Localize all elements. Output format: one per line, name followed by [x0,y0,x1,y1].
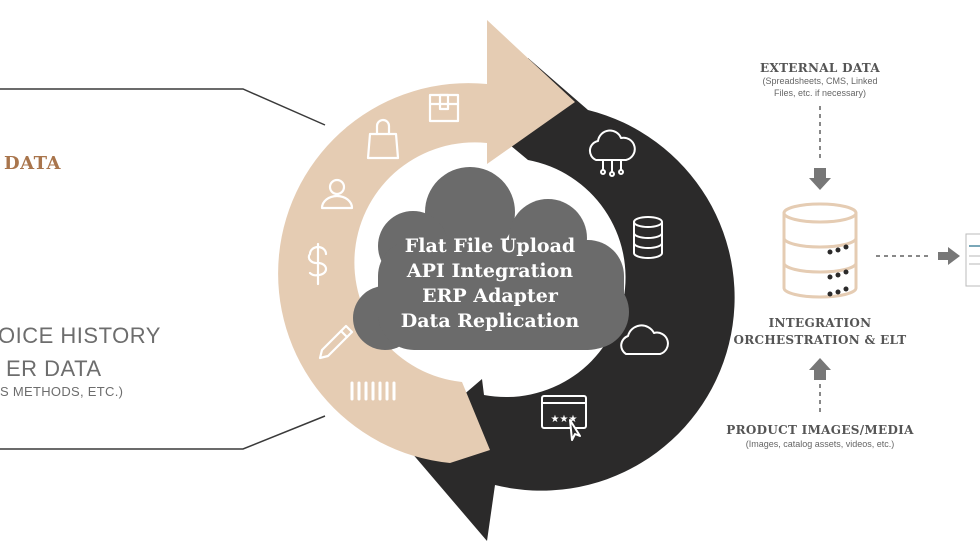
external-data-subtitle-1: (Spreadsheets, CMS, Linked [762,76,878,86]
arrow-up-icon [809,358,831,380]
cloud-network-icon [588,129,636,177]
dark-cycle-arrow [405,58,735,541]
rating-browser-icon: ★★★ [541,395,587,441]
left-text-invoice-history: OICE HISTORY [0,323,161,348]
integration-title-line1: INTEGRATION [768,316,872,330]
left-heading: DATA [4,153,61,174]
database-icon [633,216,663,259]
external-data-subtitle-2: Files, etc. if necessary) [773,88,867,98]
database-stack-icon [782,202,858,299]
center-item-flat-file-upload: Flat File Upload [404,235,576,257]
shopping-bag-icon [366,118,400,160]
center-item-data-replication: Data Replication [400,310,580,332]
external-data-title: EXTERNAL DATA [760,61,880,75]
connector-line-bottom [0,415,326,450]
document-thumbnail-icon [965,233,980,287]
svg-text:★★★: ★★★ [551,414,578,425]
center-item-erp-adapter: ERP Adapter [422,285,558,307]
integration-title-line2: ORCHESTRATION & ELT [733,333,907,347]
left-text-methods: S METHODS, ETC.) [0,384,124,399]
left-text-customer-data: ER DATA [6,356,102,381]
cloud-icon [620,324,669,355]
pencil-icon [318,324,354,360]
product-media-title: PRODUCT IMAGES/MEDIA [726,423,914,437]
center-item-api-integration: API Integration [406,260,574,282]
center-integration-methods: Flat File Upload API Integration ERP Ada… [370,234,610,334]
connector-line-top [0,88,326,126]
tan-cycle-arrow [278,20,575,463]
arrow-right-icon [938,247,960,265]
center-cloud [353,167,629,350]
dollar-icon [307,242,328,286]
box-icon [428,93,460,123]
arrow-down-icon [809,168,831,190]
barcode-icon [350,381,396,401]
user-icon [320,178,354,210]
product-media-subtitle: (Images, catalog assets, videos, etc.) [745,439,895,449]
